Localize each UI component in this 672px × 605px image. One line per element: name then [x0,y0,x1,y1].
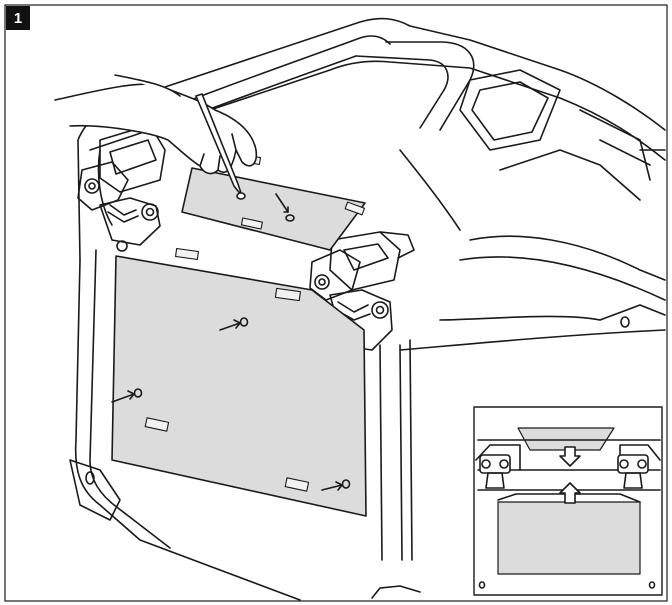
step-number-badge: 1 [6,6,30,30]
case-body [69,249,421,601]
inset-front-film [497,501,641,575]
lid-film [181,167,366,251]
figure-frame [4,4,668,602]
arrow-down-icon [559,446,581,467]
hand-with-pen-icon [54,74,258,200]
inset-lid-film [517,427,615,451]
front-film [111,255,367,517]
left-hinge-bracket [77,124,166,252]
arrow-up-icon [559,482,581,504]
